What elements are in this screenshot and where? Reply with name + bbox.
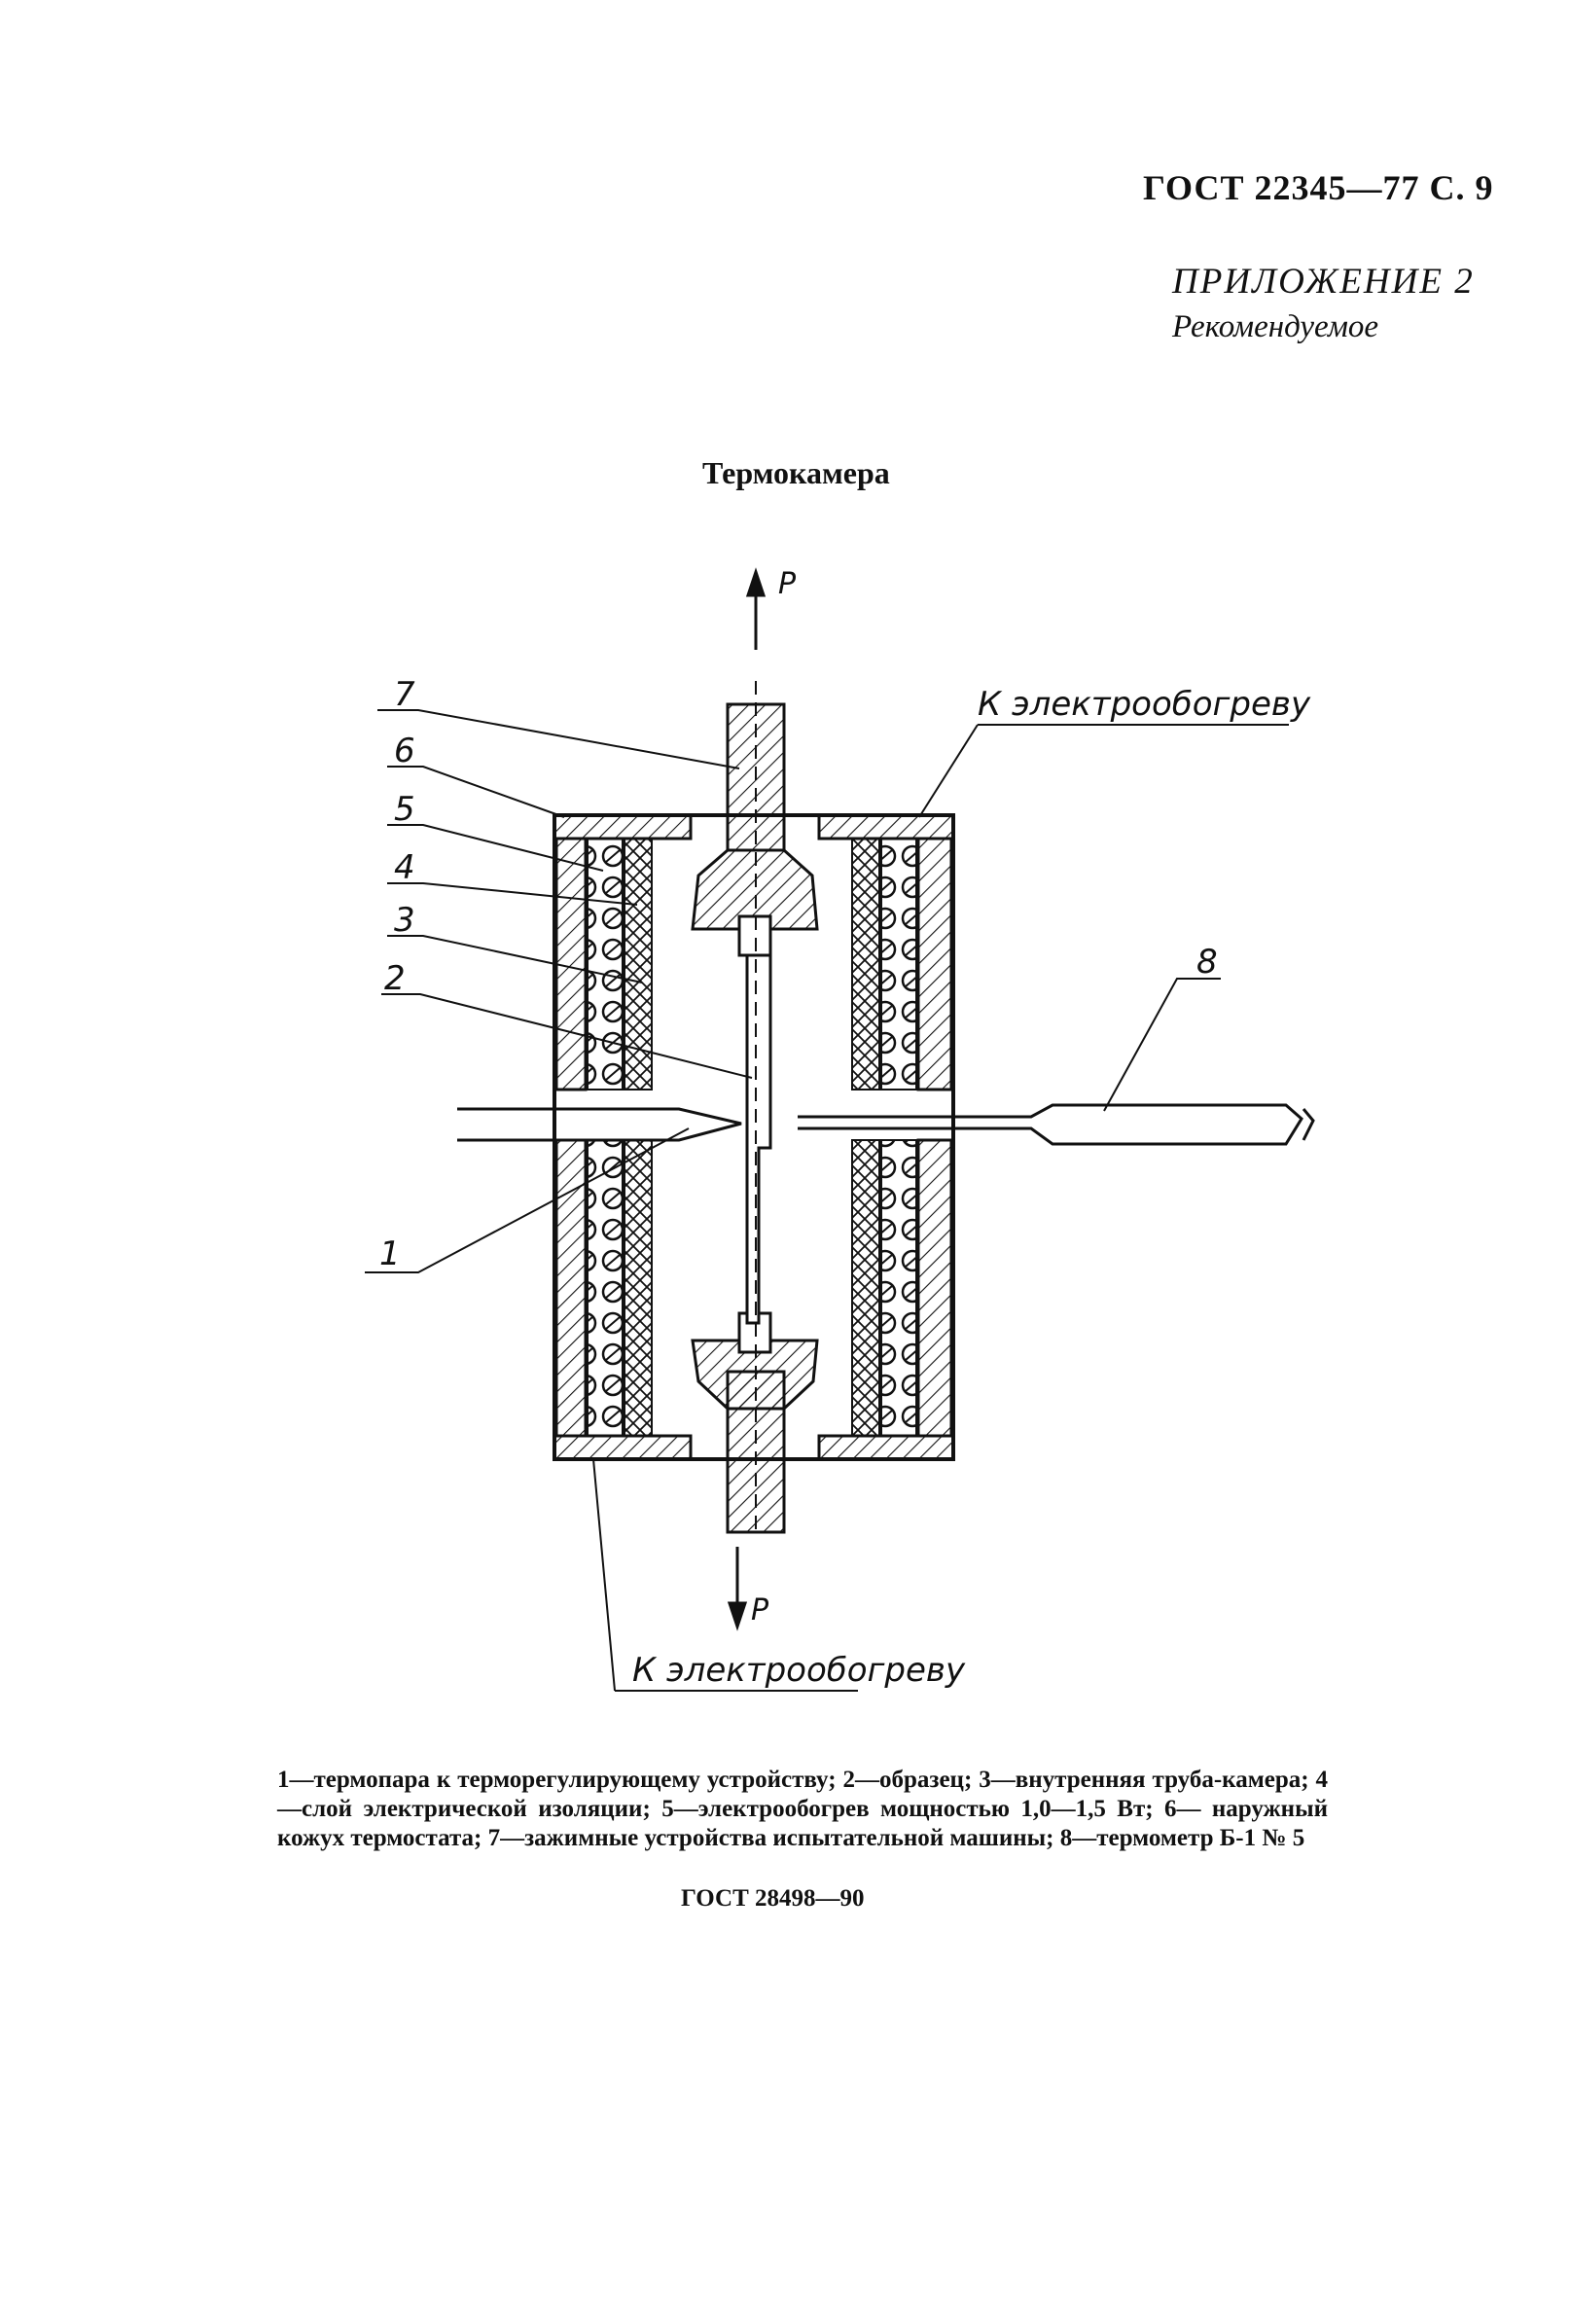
thermometer <box>798 1103 1315 1146</box>
heater-label-bottom: К электрообогреву <box>632 1651 966 1690</box>
callout-8: 8 <box>1196 943 1218 982</box>
figure-caption: 1—термопара к терморегулирующему устройс… <box>277 1767 1328 1851</box>
force-label-bottom: P <box>751 1593 769 1627</box>
force-arrow-top <box>745 567 767 650</box>
appendix-status: Рекомендуемое <box>1172 309 1379 344</box>
force-arrow-bottom <box>727 1547 748 1631</box>
page-header: ГОСТ 22345—77 С. 9 <box>1143 168 1494 207</box>
heater-label-top: К электрообогреву <box>978 685 1311 724</box>
callout-4: 4 <box>394 848 415 887</box>
right-wall-lower <box>851 1138 953 1438</box>
callout-1: 1 <box>379 1234 401 1273</box>
leader-lines <box>365 709 1289 1692</box>
right-wall-upper <box>851 837 953 1091</box>
force-label-top: P <box>778 567 797 601</box>
callout-5: 5 <box>394 790 415 829</box>
figure-title: Термокамера <box>702 455 890 490</box>
specimen <box>745 953 772 1325</box>
callout-3: 3 <box>394 901 415 940</box>
left-wall-lower <box>554 1138 653 1438</box>
appendix-label: ПРИЛОЖЕНИЕ 2 <box>1172 262 1475 302</box>
callout-labels: 7 6 5 4 3 2 1 8 <box>379 675 1218 1273</box>
callout-6: 6 <box>394 732 415 770</box>
callout-7: 7 <box>394 675 415 714</box>
thermocouple <box>457 1107 742 1142</box>
left-wall-upper <box>554 837 653 1091</box>
caption-standard: ГОСТ 28498—90 <box>681 1885 865 1912</box>
callout-2: 2 <box>384 959 406 998</box>
